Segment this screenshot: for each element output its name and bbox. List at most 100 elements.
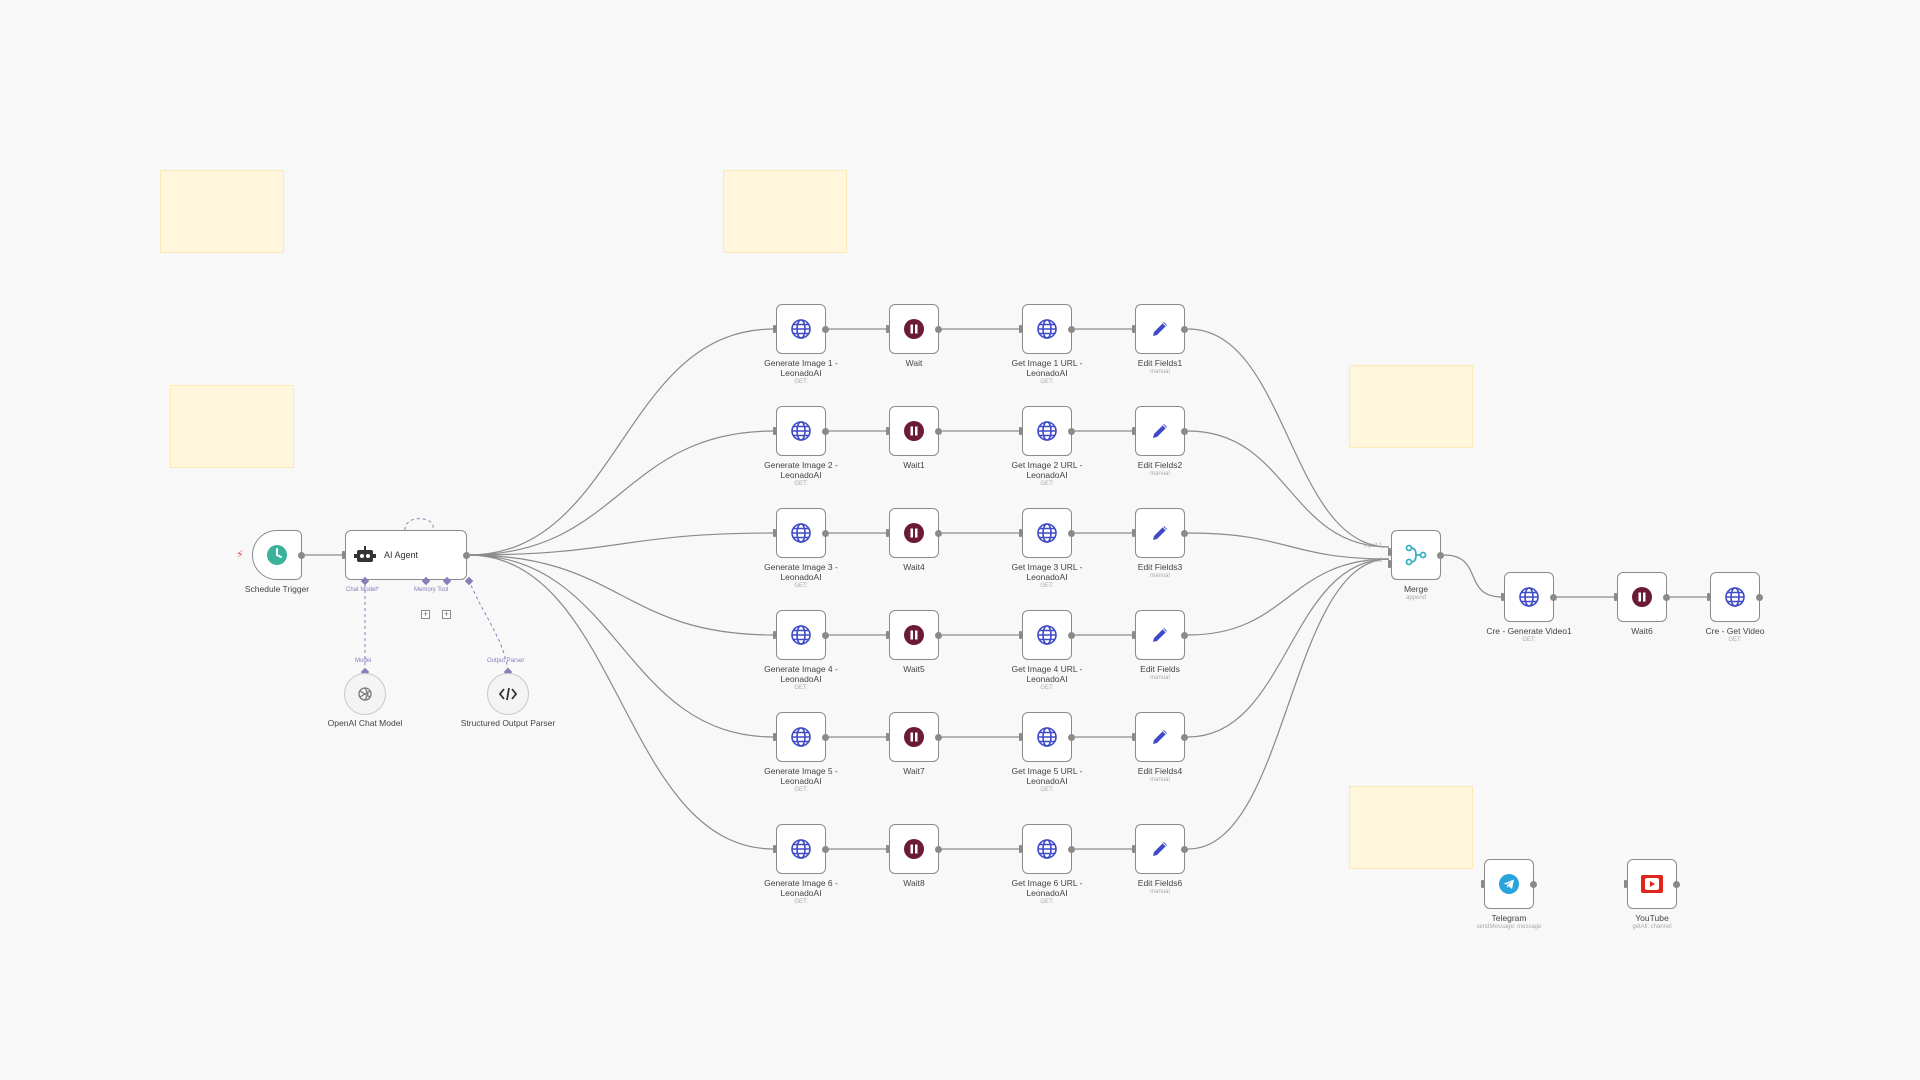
input-port[interactable] xyxy=(342,551,345,559)
output-port[interactable] xyxy=(822,529,829,537)
output-port[interactable] xyxy=(1181,733,1188,741)
output-port[interactable] xyxy=(935,845,942,853)
output-port[interactable] xyxy=(1068,529,1075,537)
input-port[interactable] xyxy=(1019,325,1022,333)
output-port[interactable] xyxy=(298,551,305,559)
output-port[interactable] xyxy=(1068,631,1075,639)
generate-image-node[interactable] xyxy=(773,712,829,762)
input-port[interactable] xyxy=(773,845,776,853)
edit-fields-node[interactable] xyxy=(1132,508,1188,558)
output-port[interactable] xyxy=(1068,845,1075,853)
get-image-url-node[interactable] xyxy=(1019,304,1075,354)
input-port[interactable] xyxy=(886,733,889,741)
edit-fields-node[interactable] xyxy=(1132,406,1188,456)
input-port[interactable] xyxy=(1132,845,1135,853)
openai-chat-model-node[interactable] xyxy=(344,673,386,715)
input-port[interactable] xyxy=(1132,325,1135,333)
wait-node[interactable] xyxy=(886,304,942,354)
input-port[interactable] xyxy=(1707,593,1710,601)
wait-node[interactable] xyxy=(886,824,942,874)
output-port[interactable] xyxy=(463,551,470,559)
edit-fields-node[interactable] xyxy=(1132,712,1188,762)
schedule-trigger-node[interactable] xyxy=(252,530,305,580)
connection-line[interactable] xyxy=(467,430,775,556)
connection-line[interactable] xyxy=(1187,558,1390,636)
input-port[interactable] xyxy=(886,529,889,537)
output-port[interactable] xyxy=(1068,427,1075,435)
generate-video-node[interactable] xyxy=(1501,572,1557,622)
input-port[interactable] xyxy=(1132,733,1135,741)
output-port[interactable] xyxy=(822,427,829,435)
output-port[interactable] xyxy=(1530,880,1537,888)
sticky-note[interactable] xyxy=(1349,786,1473,869)
input-port[interactable] xyxy=(1501,593,1504,601)
generate-image-node[interactable] xyxy=(773,508,829,558)
edit-fields-node[interactable] xyxy=(1132,824,1188,874)
input-port[interactable] xyxy=(1132,631,1135,639)
input-port[interactable] xyxy=(1614,593,1617,601)
sticky-note[interactable] xyxy=(160,170,284,253)
merge-node[interactable] xyxy=(1388,530,1444,580)
input-port[interactable] xyxy=(773,733,776,741)
connection-line[interactable] xyxy=(1187,558,1390,738)
wait-node[interactable] xyxy=(886,508,942,558)
output-port[interactable] xyxy=(1068,325,1075,333)
add-tool-button[interactable]: + xyxy=(442,609,451,619)
output-port[interactable] xyxy=(935,325,942,333)
connection-line[interactable] xyxy=(1187,430,1390,548)
agent-loop-connection[interactable] xyxy=(404,518,434,531)
output-port[interactable] xyxy=(935,529,942,537)
generate-image-node[interactable] xyxy=(773,304,829,354)
get-image-url-node[interactable] xyxy=(1019,712,1075,762)
input-port[interactable] xyxy=(1132,427,1135,435)
input-port-2[interactable] xyxy=(1388,560,1391,568)
connection-line[interactable] xyxy=(467,328,775,556)
output-port[interactable] xyxy=(1550,593,1557,601)
youtube-node[interactable] xyxy=(1624,859,1680,909)
output-port[interactable] xyxy=(1756,593,1763,601)
edit-fields-node[interactable] xyxy=(1132,304,1188,354)
add-memory-button[interactable]: + xyxy=(421,609,430,619)
output-port[interactable] xyxy=(822,845,829,853)
input-port[interactable] xyxy=(1624,880,1627,888)
get-image-url-node[interactable] xyxy=(1019,406,1075,456)
connection-line[interactable] xyxy=(1187,532,1390,560)
generate-image-node[interactable] xyxy=(773,406,829,456)
output-port[interactable] xyxy=(1437,551,1444,559)
telegram-node[interactable] xyxy=(1481,859,1537,909)
input-port-1[interactable] xyxy=(1388,548,1391,556)
output-port[interactable] xyxy=(1181,427,1188,435)
input-port[interactable] xyxy=(1019,631,1022,639)
output-port[interactable] xyxy=(822,631,829,639)
output-port[interactable] xyxy=(822,325,829,333)
wait6-node[interactable] xyxy=(1614,572,1670,622)
wait-node[interactable] xyxy=(886,406,942,456)
output-port[interactable] xyxy=(1181,529,1188,537)
input-port[interactable] xyxy=(886,845,889,853)
ai-agent-node[interactable]: AI Agent xyxy=(342,530,470,580)
edit-fields-node[interactable] xyxy=(1132,610,1188,660)
output-port[interactable] xyxy=(1181,631,1188,639)
output-port[interactable] xyxy=(1663,593,1670,601)
output-port[interactable] xyxy=(1068,733,1075,741)
input-port[interactable] xyxy=(1481,880,1484,888)
sticky-note[interactable] xyxy=(1349,365,1473,448)
connection-line[interactable] xyxy=(467,532,775,556)
input-port[interactable] xyxy=(773,427,776,435)
sticky-note[interactable] xyxy=(723,170,847,253)
wait-node[interactable] xyxy=(886,610,942,660)
output-port[interactable] xyxy=(1181,845,1188,853)
input-port[interactable] xyxy=(1132,529,1135,537)
wait-node[interactable] xyxy=(886,712,942,762)
output-port[interactable] xyxy=(935,427,942,435)
structured-output-parser-node[interactable] xyxy=(487,673,529,715)
input-port[interactable] xyxy=(1019,529,1022,537)
get-video-node[interactable] xyxy=(1707,572,1763,622)
get-image-url-node[interactable] xyxy=(1019,610,1075,660)
output-port[interactable] xyxy=(935,733,942,741)
generate-image-node[interactable] xyxy=(773,610,829,660)
get-image-url-node[interactable] xyxy=(1019,824,1075,874)
input-port[interactable] xyxy=(1019,427,1022,435)
input-port[interactable] xyxy=(886,427,889,435)
input-port[interactable] xyxy=(773,529,776,537)
